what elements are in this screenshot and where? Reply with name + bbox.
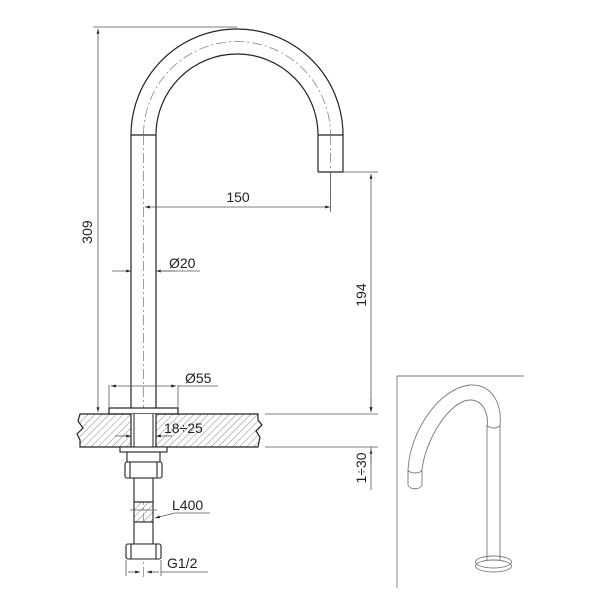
dim-outlet-height: 194 (353, 283, 369, 307)
dim-spout-reach: 150 (226, 189, 250, 205)
isometric-view (396, 375, 524, 588)
spout-outline (130, 28, 344, 580)
base-flange (108, 407, 179, 415)
fixing-assembly (119, 446, 168, 560)
dim-total-height: 309 (79, 220, 95, 244)
dim-deck-thickness: 1÷30 (353, 452, 369, 483)
dim-tube-diameter: Ø20 (169, 255, 196, 271)
dim-hose-length: L400 (172, 497, 203, 513)
dim-mounting-hole: 18÷25 (164, 420, 203, 436)
dim-base-diameter: Ø55 (185, 370, 212, 386)
countertop-section (76, 413, 263, 448)
dim-connection-thread: G1/2 (167, 555, 198, 571)
dimension-lines (93, 26, 378, 576)
